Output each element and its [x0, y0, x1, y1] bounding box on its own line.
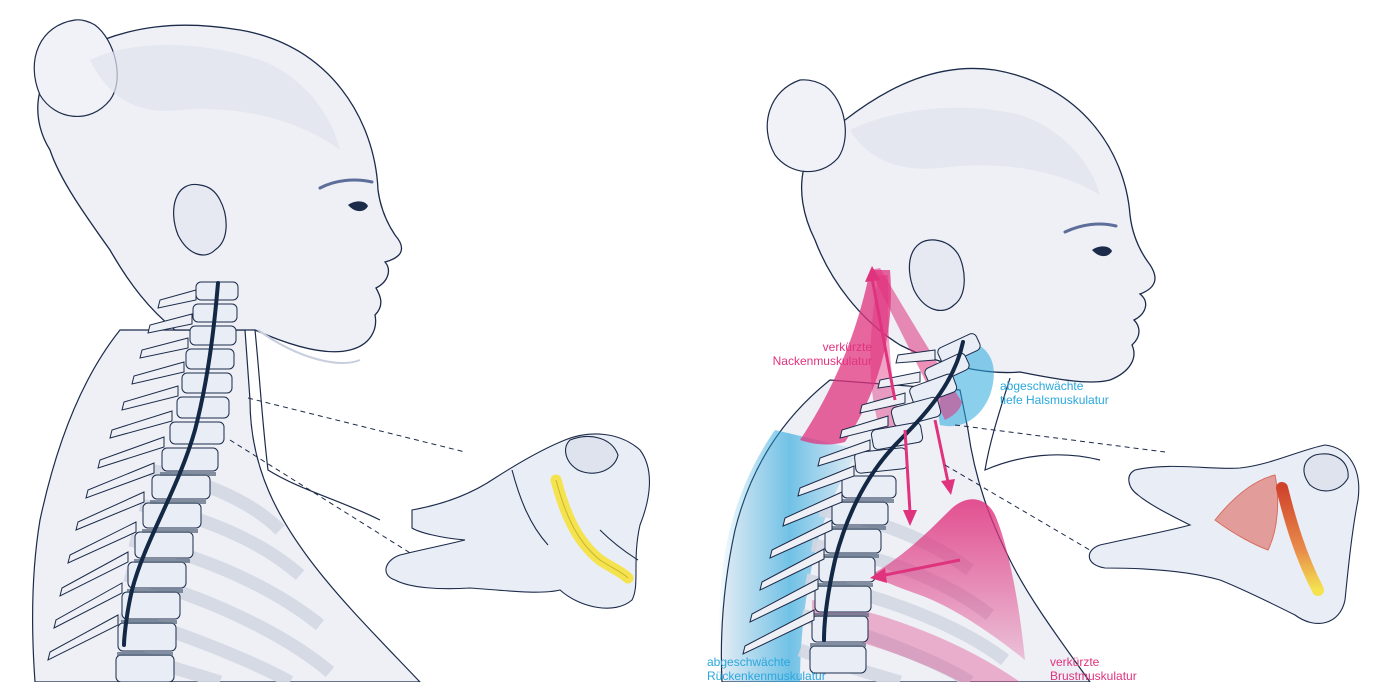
right-hair-bun [767, 80, 845, 172]
label-weakened-back-muscles-line2: Rückenkenmuskulatur [707, 669, 826, 683]
label-weakened-deep-neck-muscles-line1: abgeschwächte [1000, 379, 1109, 393]
label-shortened-chest-muscles: verkürzte Brustmuskulatur [1050, 655, 1137, 683]
right-figure [719, 68, 1358, 682]
right-detail-vertebra [1089, 445, 1358, 623]
label-shortened-neck-muscles-line1: verkürzte [740, 340, 872, 354]
label-shortened-neck-muscles-line2: Nackenmuskulatur [740, 354, 872, 368]
left-detail-vertebra [386, 434, 650, 608]
label-weakened-deep-neck-muscles-line2: tiefe Halsmuskulatur [1000, 393, 1109, 407]
label-shortened-neck-muscles: verkürzte Nackenmuskulatur [740, 340, 872, 368]
label-shortened-chest-muscles-line1: verkürzte [1050, 655, 1137, 669]
label-weakened-deep-neck-muscles: abgeschwächte tiefe Halsmuskulatur [1000, 379, 1109, 407]
label-weakened-back-muscles: abgeschwächte Rückenkenmuskulatur [707, 655, 826, 683]
label-weakened-back-muscles-line1: abgeschwächte [707, 655, 826, 669]
left-figure [33, 20, 650, 682]
label-shortened-chest-muscles-line2: Brustmuskulatur [1050, 669, 1137, 683]
